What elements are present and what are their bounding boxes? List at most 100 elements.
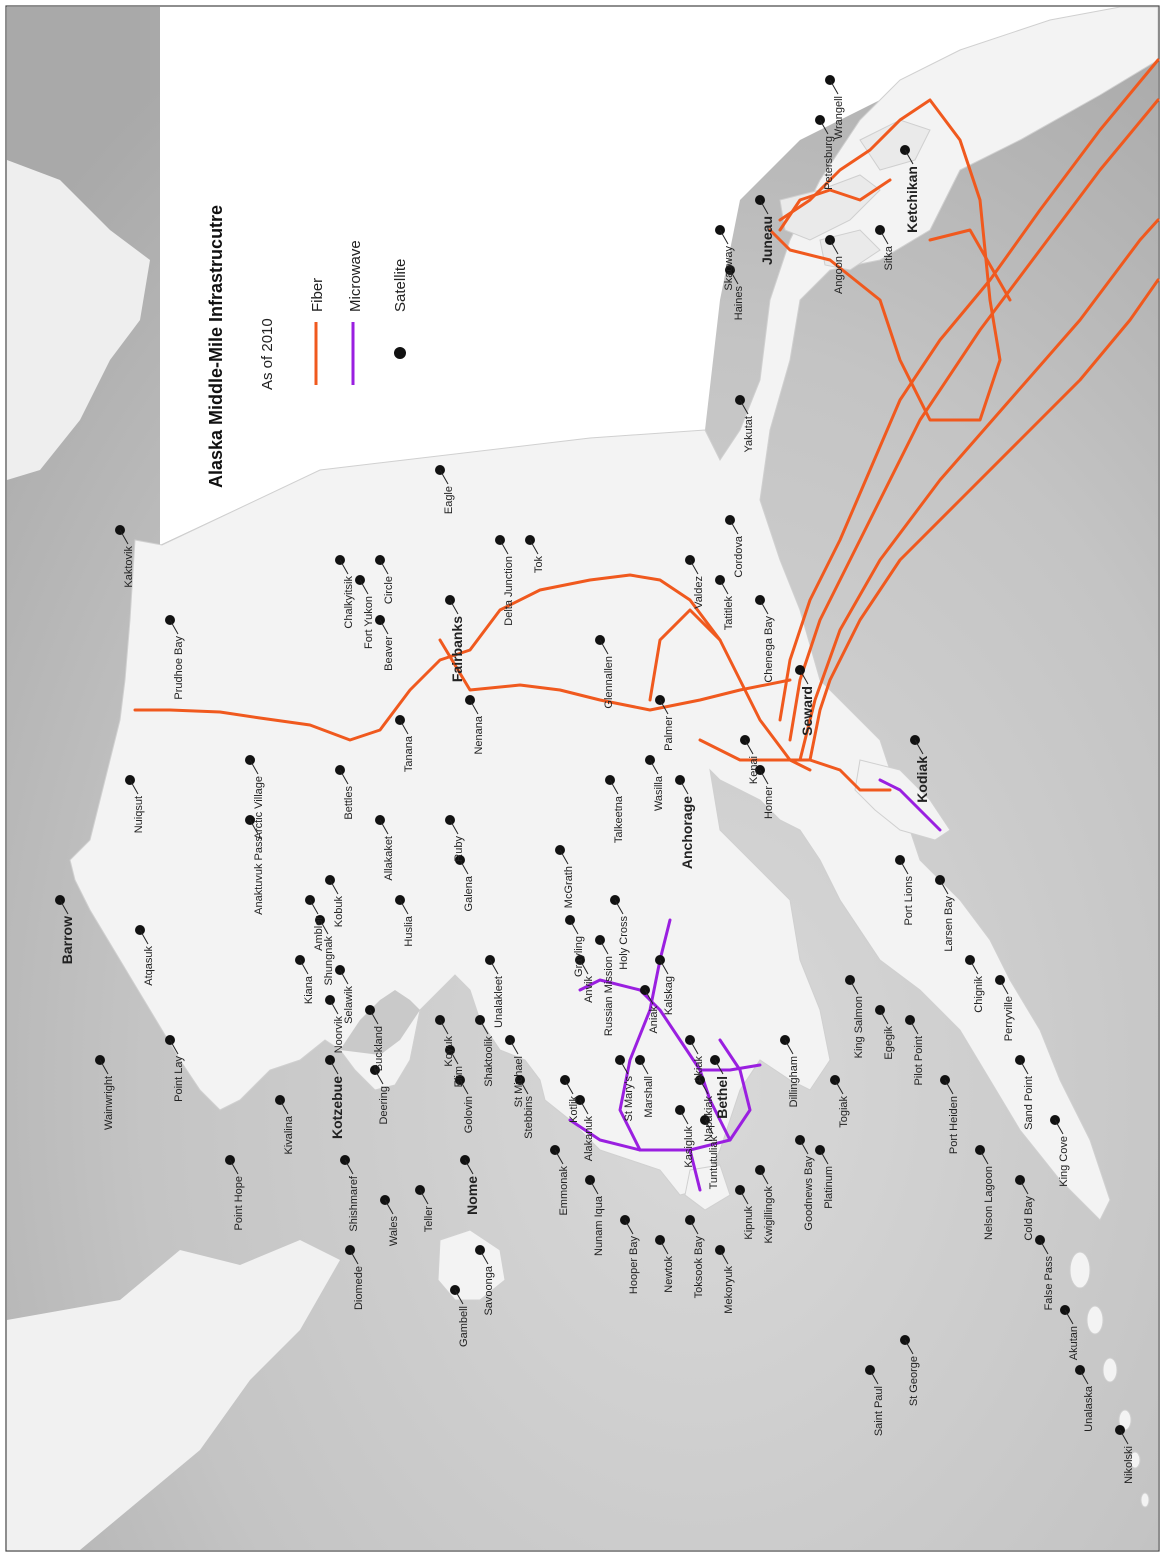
- place-label: Kipnuk: [743, 1206, 755, 1240]
- aleutian-islands: [1069, 1251, 1150, 1508]
- place-label: Noorvik: [333, 1016, 345, 1054]
- place-label: Port Lions: [903, 876, 915, 926]
- legend-satellite-swatch: [394, 347, 406, 359]
- place-label: Shungnak: [323, 936, 335, 986]
- place-label: Yakutat: [743, 416, 755, 453]
- label-leader-line: [169, 619, 179, 635]
- label-leader-line: [279, 1099, 289, 1115]
- label-leader-line: [649, 759, 659, 775]
- place-label: Kenai: [748, 756, 760, 784]
- place-label: Diomede: [353, 1266, 365, 1310]
- place-label: Kaktovik: [123, 546, 135, 588]
- place-label: Stebbins: [523, 1096, 535, 1139]
- place-label: Seward: [799, 686, 815, 736]
- label-leader-line: [449, 1049, 459, 1065]
- place-label: Nome: [464, 1176, 480, 1215]
- label-leader-line: [609, 779, 619, 795]
- place-label: Tanana: [403, 735, 415, 772]
- label-leader-line: [659, 1239, 669, 1255]
- place-label: Akutan: [1068, 1326, 1080, 1360]
- place-label: Cold Bay: [1023, 1196, 1035, 1241]
- label-leader-line: [689, 1039, 699, 1055]
- place-label: Chenega Bay: [763, 616, 775, 683]
- label-leader-line: [599, 639, 609, 655]
- place-label: Huslia: [403, 915, 415, 946]
- fiber-palmer-loop: [648, 608, 722, 702]
- place-label: Nikolski: [1123, 1446, 1135, 1484]
- place-label: False Pass: [1043, 1256, 1055, 1311]
- place-label: Pilot Point: [913, 1036, 925, 1086]
- label-leader-line: [559, 849, 569, 865]
- label-leader-line: [139, 929, 149, 945]
- fiber-seattle-3: [788, 98, 1160, 742]
- label-leader-line: [454, 1289, 464, 1305]
- label-leader-line: [739, 1189, 749, 1205]
- label-leader-line: [119, 529, 129, 545]
- place-label: Fort Yukon: [363, 596, 375, 649]
- label-leader-line: [169, 1039, 179, 1055]
- place-label: Tuntutuliak: [708, 1136, 720, 1190]
- label-leader-line: [999, 979, 1009, 995]
- legend-satellite-label: Satellite: [392, 259, 409, 312]
- label-leader-line: [879, 1009, 889, 1025]
- alaska-mainland: [69, 6, 1159, 1221]
- microwave-kuskokwim: [578, 978, 762, 1072]
- microwave-delta-west: [568, 1038, 752, 1152]
- place-label: Glennallen: [603, 656, 615, 709]
- label-leader-line: [784, 1039, 794, 1055]
- label-leader-line: [349, 1249, 359, 1265]
- arctic-land-fragment: [7, 160, 150, 480]
- label-leader-line: [469, 699, 479, 715]
- legend-title: Alaska Middle-Mile Infrastrucutre: [206, 205, 226, 488]
- fiber-ketchikan-spur: [928, 228, 1012, 302]
- fiber-juneau-spur: [778, 178, 892, 232]
- place-label: Allakaket: [383, 836, 395, 881]
- place-label: Shaktoolik: [483, 1036, 495, 1087]
- fiber-southeast-loop: [768, 98, 1002, 422]
- label-leader-line: [639, 1059, 649, 1075]
- place-label: Kivalina: [283, 1115, 295, 1154]
- label-leader-line: [689, 1219, 699, 1235]
- place-label: Homer: [763, 786, 775, 819]
- label-leader-line: [644, 989, 654, 1005]
- place-label: Mekoryuk: [723, 1266, 735, 1314]
- place-label: Anvik: [583, 976, 595, 1003]
- label-leader-line: [329, 1059, 339, 1075]
- label-leader-line: [464, 1159, 474, 1175]
- place-label: Newtok: [663, 1256, 675, 1293]
- label-leader-line: [759, 199, 769, 215]
- label-leader-line: [309, 899, 319, 915]
- place-label: Deering: [378, 1086, 390, 1125]
- place-label: Dillingham: [788, 1056, 800, 1107]
- place-label: Wasilla: [653, 775, 665, 811]
- label-leader-line: [1119, 1429, 1129, 1445]
- label-leader-line: [399, 899, 409, 915]
- label-leader-line: [719, 579, 729, 595]
- place-label: King Cove: [1058, 1136, 1070, 1187]
- label-leader-line: [909, 1019, 919, 1035]
- place-label: Emmonak: [558, 1166, 570, 1216]
- label-leader-line: [449, 819, 459, 835]
- label-leader-line: [719, 229, 729, 245]
- place-label: Beaver: [383, 636, 395, 671]
- place-label: Wrangell: [833, 96, 845, 139]
- label-leader-line: [329, 999, 339, 1015]
- place-label: Goodnews Bay: [803, 1156, 815, 1231]
- label-leader-line: [679, 1109, 689, 1125]
- label-leader-line: [564, 1079, 574, 1095]
- place-label: Kasigluk: [683, 1126, 695, 1168]
- place-label: Eagle: [443, 486, 455, 514]
- label-leader-line: [439, 469, 449, 485]
- place-label: Saint Paul: [873, 1386, 885, 1436]
- place-label: Egegik: [883, 1026, 895, 1060]
- label-leader-line: [299, 959, 309, 975]
- label-leader-line: [819, 1149, 829, 1165]
- legend-subtitle: As of 2010: [259, 318, 276, 390]
- label-leader-line: [329, 879, 339, 895]
- label-leader-line: [904, 149, 914, 165]
- label-leader-line: [819, 119, 829, 135]
- place-label: Cordova: [733, 535, 745, 577]
- place-label: Nelson Lagoon: [983, 1166, 995, 1240]
- label-leader-line: [374, 1069, 384, 1085]
